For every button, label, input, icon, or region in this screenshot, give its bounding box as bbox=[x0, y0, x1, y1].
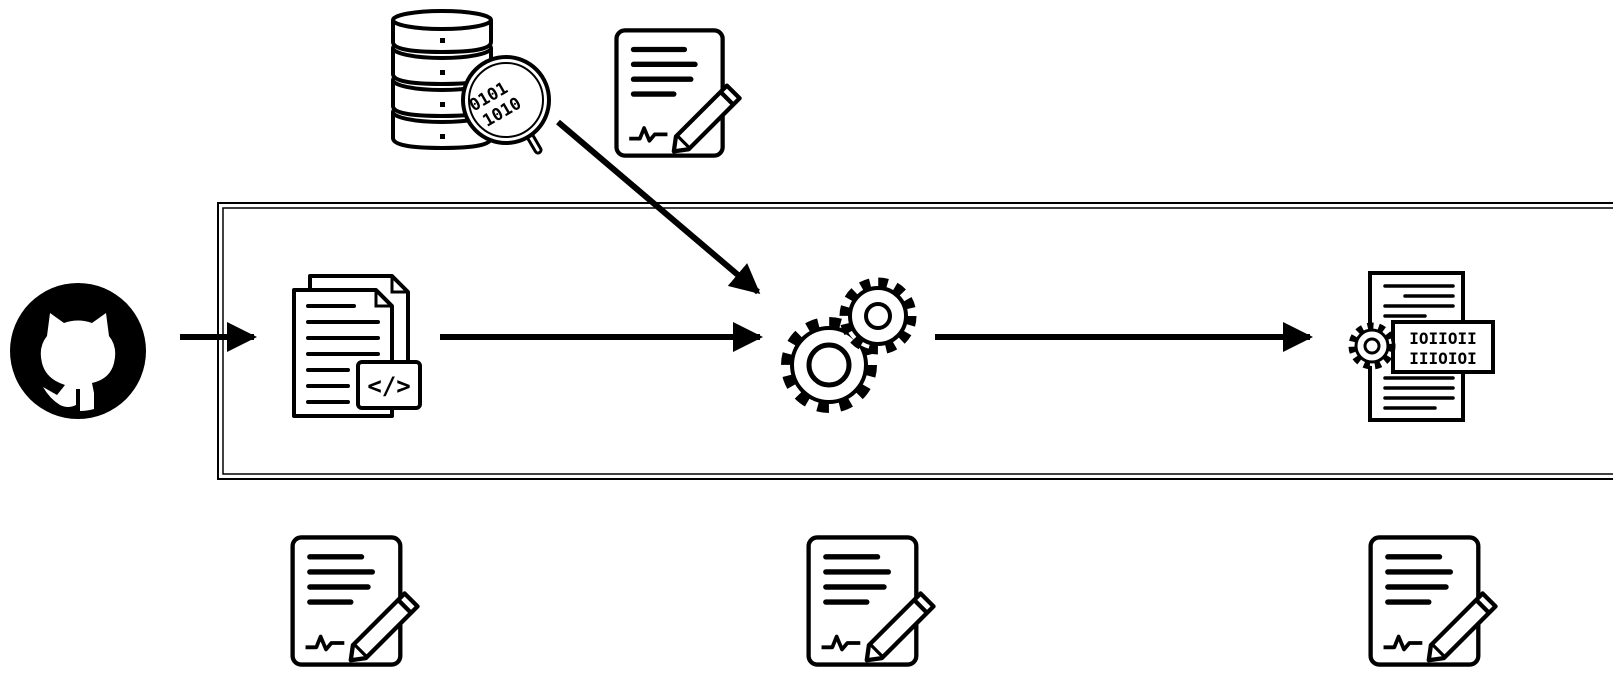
arrows bbox=[180, 119, 1313, 352]
binary-row-1: IOIIOII bbox=[1409, 329, 1476, 348]
source-code-documents-icon: </> bbox=[292, 274, 422, 418]
bottom-document-icon-2 bbox=[809, 537, 934, 664]
pipeline-frame bbox=[217, 202, 1613, 480]
binary-row-2: IIIOIOI bbox=[1409, 349, 1476, 368]
bottom-document-icon-3 bbox=[1371, 537, 1496, 664]
bottom-document-icon-1 bbox=[293, 537, 418, 664]
spec-document-icon bbox=[616, 30, 739, 155]
code-glyph: </> bbox=[367, 372, 410, 400]
database-search-icon: 0101 1010 bbox=[391, 9, 551, 155]
binary-document-gear-icon: IOIIOII IIIOIOI bbox=[1348, 271, 1495, 422]
gears-icon bbox=[781, 277, 917, 413]
arrow-database-to-gears bbox=[556, 119, 761, 295]
github-logo-icon bbox=[10, 283, 146, 419]
